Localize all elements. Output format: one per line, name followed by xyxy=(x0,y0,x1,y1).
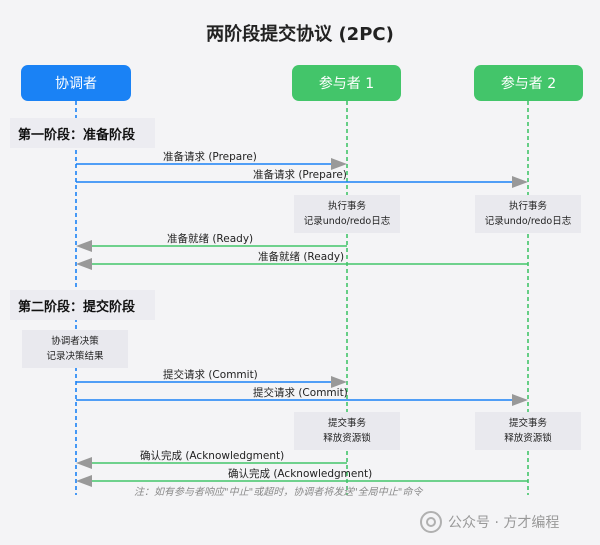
commit-arrowhead-p1 xyxy=(331,376,347,388)
diagram-title: 两阶段提交协议 (2PC) xyxy=(206,24,394,45)
wechat-account-icon xyxy=(420,511,442,533)
coordinator-decision-note: 协调者决策 记录决策结果 xyxy=(22,330,128,368)
prepare-label-p1: 准备请求 (Prepare) xyxy=(163,151,257,163)
commit-label-p1: 提交请求 (Commit) xyxy=(163,369,258,381)
phase2-label: 第二阶段：提交阶段 xyxy=(10,290,155,320)
prepare-label-p2: 准备请求 (Prepare) xyxy=(253,169,347,181)
note-line: 释放资源锁 xyxy=(504,433,552,444)
prepare-arrowhead-p1 xyxy=(331,158,347,170)
ready-arrowhead-p1 xyxy=(76,240,92,252)
footer-note: 注：如有参与者响应"中止"或超时，协调者将发送"全局中止"命令 xyxy=(134,487,423,498)
watermark: 公众号 · 方才编程 xyxy=(420,511,559,533)
coordinator-box: 协调者 xyxy=(21,65,131,101)
ack-arrowhead-p2 xyxy=(76,475,92,487)
note-line: 释放资源锁 xyxy=(323,433,371,444)
prepare-arrowhead-p2 xyxy=(512,176,528,188)
ack-label-p2: 确认完成 (Acknowledgment) xyxy=(228,468,373,480)
watermark-text: 公众号 · 方才编程 xyxy=(448,515,560,531)
commit-label-p2: 提交请求 (Commit) xyxy=(253,387,348,399)
note-line: 提交事务 xyxy=(508,418,547,429)
participant1-box: 参与者 1 xyxy=(292,65,401,101)
p2-exec-note: 执行事务 记录undo/redo日志 xyxy=(475,195,581,233)
ready-arrowhead-p2 xyxy=(76,258,92,270)
note-line: 执行事务 xyxy=(327,201,366,212)
participant2-box: 参与者 2 xyxy=(474,65,583,101)
ack-arrowhead-p1 xyxy=(76,457,92,469)
phase1-label: 第一阶段：准备阶段 xyxy=(10,118,155,148)
note-line: 记录undo/redo日志 xyxy=(484,216,572,227)
ack-label-p1: 确认完成 (Acknowledgment) xyxy=(140,450,285,462)
commit-arrowhead-p2 xyxy=(512,394,528,406)
ready-label-p1: 准备就绪 (Ready) xyxy=(167,233,254,245)
note-line: 执行事务 xyxy=(508,201,547,212)
p1-exec-note: 执行事务 记录undo/redo日志 xyxy=(294,195,400,233)
note-line: 记录决策结果 xyxy=(46,351,104,362)
ready-label-p2: 准备就绪 (Ready) xyxy=(258,251,345,263)
note-line: 协调者决策 xyxy=(51,336,99,347)
p1-commit-note: 提交事务 释放资源锁 xyxy=(294,412,400,450)
note-line: 提交事务 xyxy=(327,418,366,429)
p2-commit-note: 提交事务 释放资源锁 xyxy=(475,412,581,450)
note-line: 记录undo/redo日志 xyxy=(303,216,391,227)
